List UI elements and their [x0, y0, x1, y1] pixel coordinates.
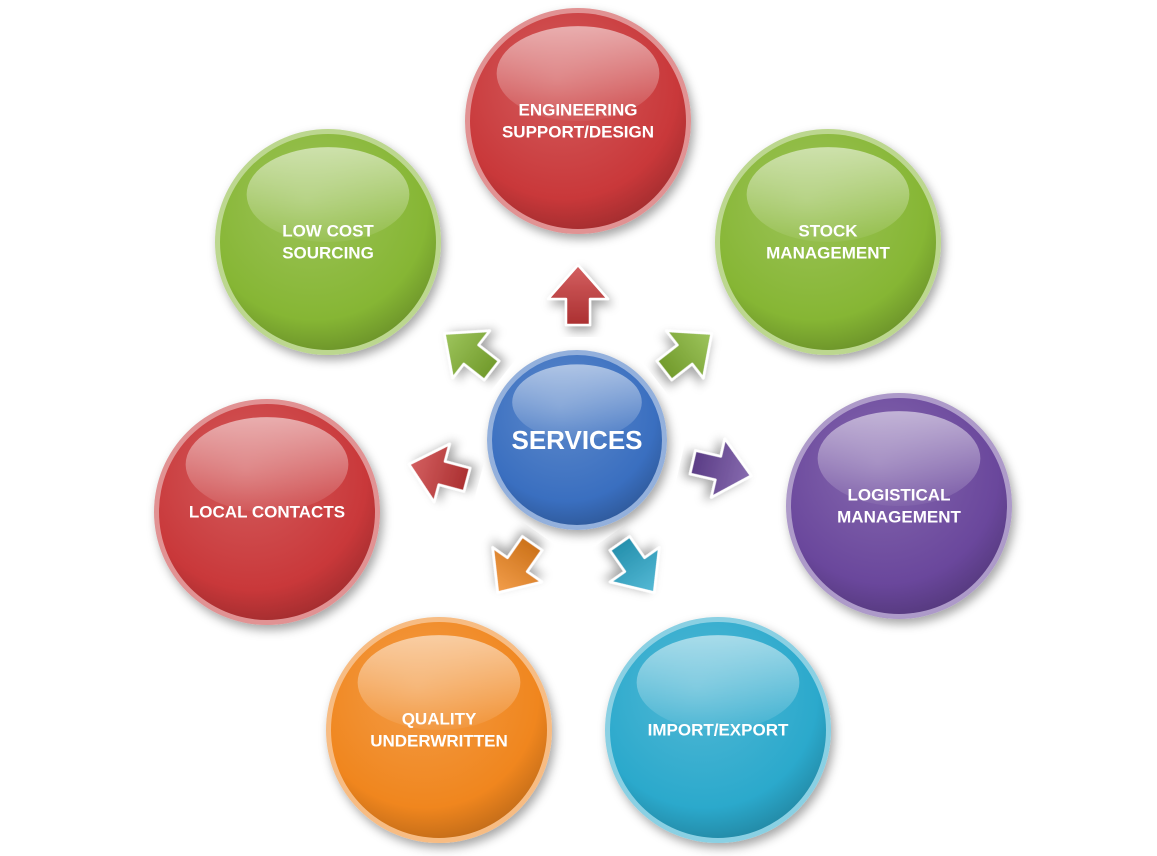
arrow-to-stock-shape — [655, 329, 713, 382]
arrow-to-quality-shape — [491, 535, 544, 594]
arrow-to-import-export — [608, 535, 661, 594]
arrow-to-stock — [655, 329, 713, 382]
arrows-layer — [407, 263, 753, 594]
node-low-cost-label-line-2: SOURCING — [282, 244, 374, 263]
center-node-label-line-1: SERVICES — [511, 425, 642, 455]
center-node: SERVICES — [487, 350, 667, 530]
node-logistical: LOGISTICAL MANAGEMENT — [786, 393, 1012, 619]
arrow-to-import-export-shape — [608, 535, 661, 594]
node-low-cost: LOW COST SOURCING — [215, 129, 441, 355]
node-local-contacts-label-line-1: LOCAL CONTACTS — [189, 503, 345, 522]
node-stock-gloss — [746, 147, 910, 242]
center-node-gloss — [512, 364, 642, 441]
arrow-to-local-contacts — [407, 442, 472, 504]
node-stock-label-line-2: MANAGEMENT — [766, 244, 890, 263]
arrow-to-logistical-shape — [688, 437, 753, 499]
node-local-contacts-gloss — [185, 417, 349, 512]
node-quality-gloss — [357, 635, 521, 730]
arrow-to-local-contacts-shape — [407, 442, 472, 504]
arrow-to-quality — [491, 535, 544, 594]
node-logistical-gloss — [817, 411, 981, 506]
node-low-cost-gloss — [246, 147, 410, 242]
node-quality: QUALITY UNDERWRITTEN — [326, 617, 552, 843]
node-quality-label-line-1: QUALITY — [402, 709, 477, 728]
node-engineering-label-line-2: SUPPORT/DESIGN — [502, 123, 654, 142]
node-stock-label-line-1: STOCK — [798, 221, 858, 240]
arrow-to-engineering — [546, 263, 610, 327]
node-import-export-gloss — [636, 635, 800, 730]
node-engineering: ENGINEERING SUPPORT/DESIGN — [465, 8, 691, 234]
nodes-layer: ENGINEERING SUPPORT/DESIGN STOCK MANAGEMENT… — [154, 8, 1012, 843]
node-import-export-label-line-1: IMPORT/EXPORT — [648, 721, 789, 740]
arrow-to-low-cost-shape — [443, 329, 501, 382]
node-low-cost-label-line-1: LOW COST — [282, 221, 374, 240]
node-engineering-label-line-1: ENGINEERING — [518, 100, 637, 119]
node-logistical-label-line-1: LOGISTICAL — [848, 485, 951, 504]
node-quality-label-line-2: UNDERWRITTEN — [370, 732, 508, 751]
node-logistical-label-line-2: MANAGEMENT — [837, 508, 961, 527]
node-local-contacts: LOCAL CONTACTS — [154, 399, 380, 625]
arrow-to-logistical — [688, 437, 753, 499]
node-stock: STOCK MANAGEMENT — [715, 129, 941, 355]
arrow-to-low-cost — [443, 329, 501, 382]
arrow-to-engineering-shape — [546, 263, 610, 327]
node-import-export: IMPORT/EXPORT — [605, 617, 831, 843]
node-engineering-gloss — [496, 26, 660, 121]
